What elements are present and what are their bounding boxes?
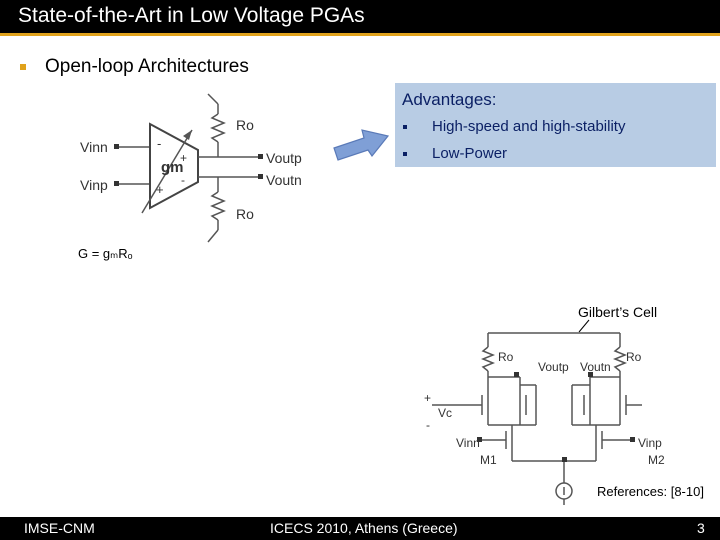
footer-center: ICECS 2010, Athens (Greece) (270, 520, 458, 536)
bullet-icon (403, 152, 407, 156)
vc-label: Vc (438, 406, 452, 420)
vinp-label: Vinp (80, 177, 108, 193)
vc-plus: + (424, 391, 431, 405)
title-bar (0, 0, 720, 33)
m1-label: M1 (480, 453, 497, 467)
advantages-title: Advantages: (402, 90, 497, 109)
title-underline (0, 33, 720, 36)
gilbert-ro-right: Ro (626, 350, 642, 364)
minus-out: - (181, 173, 185, 187)
gain-formula: G = gₘRₒ (78, 246, 133, 261)
bullet-icon (20, 64, 26, 70)
minus-in: - (157, 136, 161, 151)
plus-in: + (156, 182, 164, 197)
advantage-item: High-speed and high-stability (432, 118, 626, 135)
vinn-label: Vinn (80, 139, 108, 155)
gm-label: gm (161, 159, 184, 176)
gilbert-voutn: Voutn (580, 360, 611, 374)
gilbert-cell-label: Gilbert’s Cell (578, 304, 658, 320)
voutp-label: Voutp (266, 150, 302, 166)
footer-bar (0, 517, 720, 540)
plus-out: + (180, 151, 187, 165)
advantage-item: Low-Power (432, 145, 508, 162)
gilbert-ro-left: Ro (498, 350, 514, 364)
vc-minus: - (426, 418, 430, 432)
gilbert-vinn: Vinn (456, 436, 480, 450)
gilbert-vinp: Vinp (638, 436, 662, 450)
bullet-icon (403, 125, 407, 129)
gilbert-leader-line (578, 319, 590, 333)
open-loop-amplifier-diagram: Vinn Vinp - + gm + - Voutp Voutn Ro Ro (80, 93, 302, 243)
right-arrow-icon (333, 129, 390, 161)
references: References: [8-10] (597, 484, 704, 499)
m2-label: M2 (648, 453, 665, 467)
advantages-box (395, 83, 716, 167)
gilbert-voutp: Voutp (538, 360, 569, 374)
gilbert-cell-diagram: Ro Ro Voutp Voutn + Vc - Vinn Vinp M1 M2 (424, 332, 665, 505)
voutn-label: Voutn (266, 172, 302, 188)
slide-title: State-of-the-Art in Low Voltage PGAs (18, 4, 365, 27)
ro-top-label: Ro (236, 117, 254, 133)
section-heading: Open-loop Architectures (45, 56, 249, 77)
footer-left: IMSE-CNM (24, 520, 95, 536)
ro-bottom-label: Ro (236, 206, 254, 222)
page-number: 3 (697, 520, 705, 536)
